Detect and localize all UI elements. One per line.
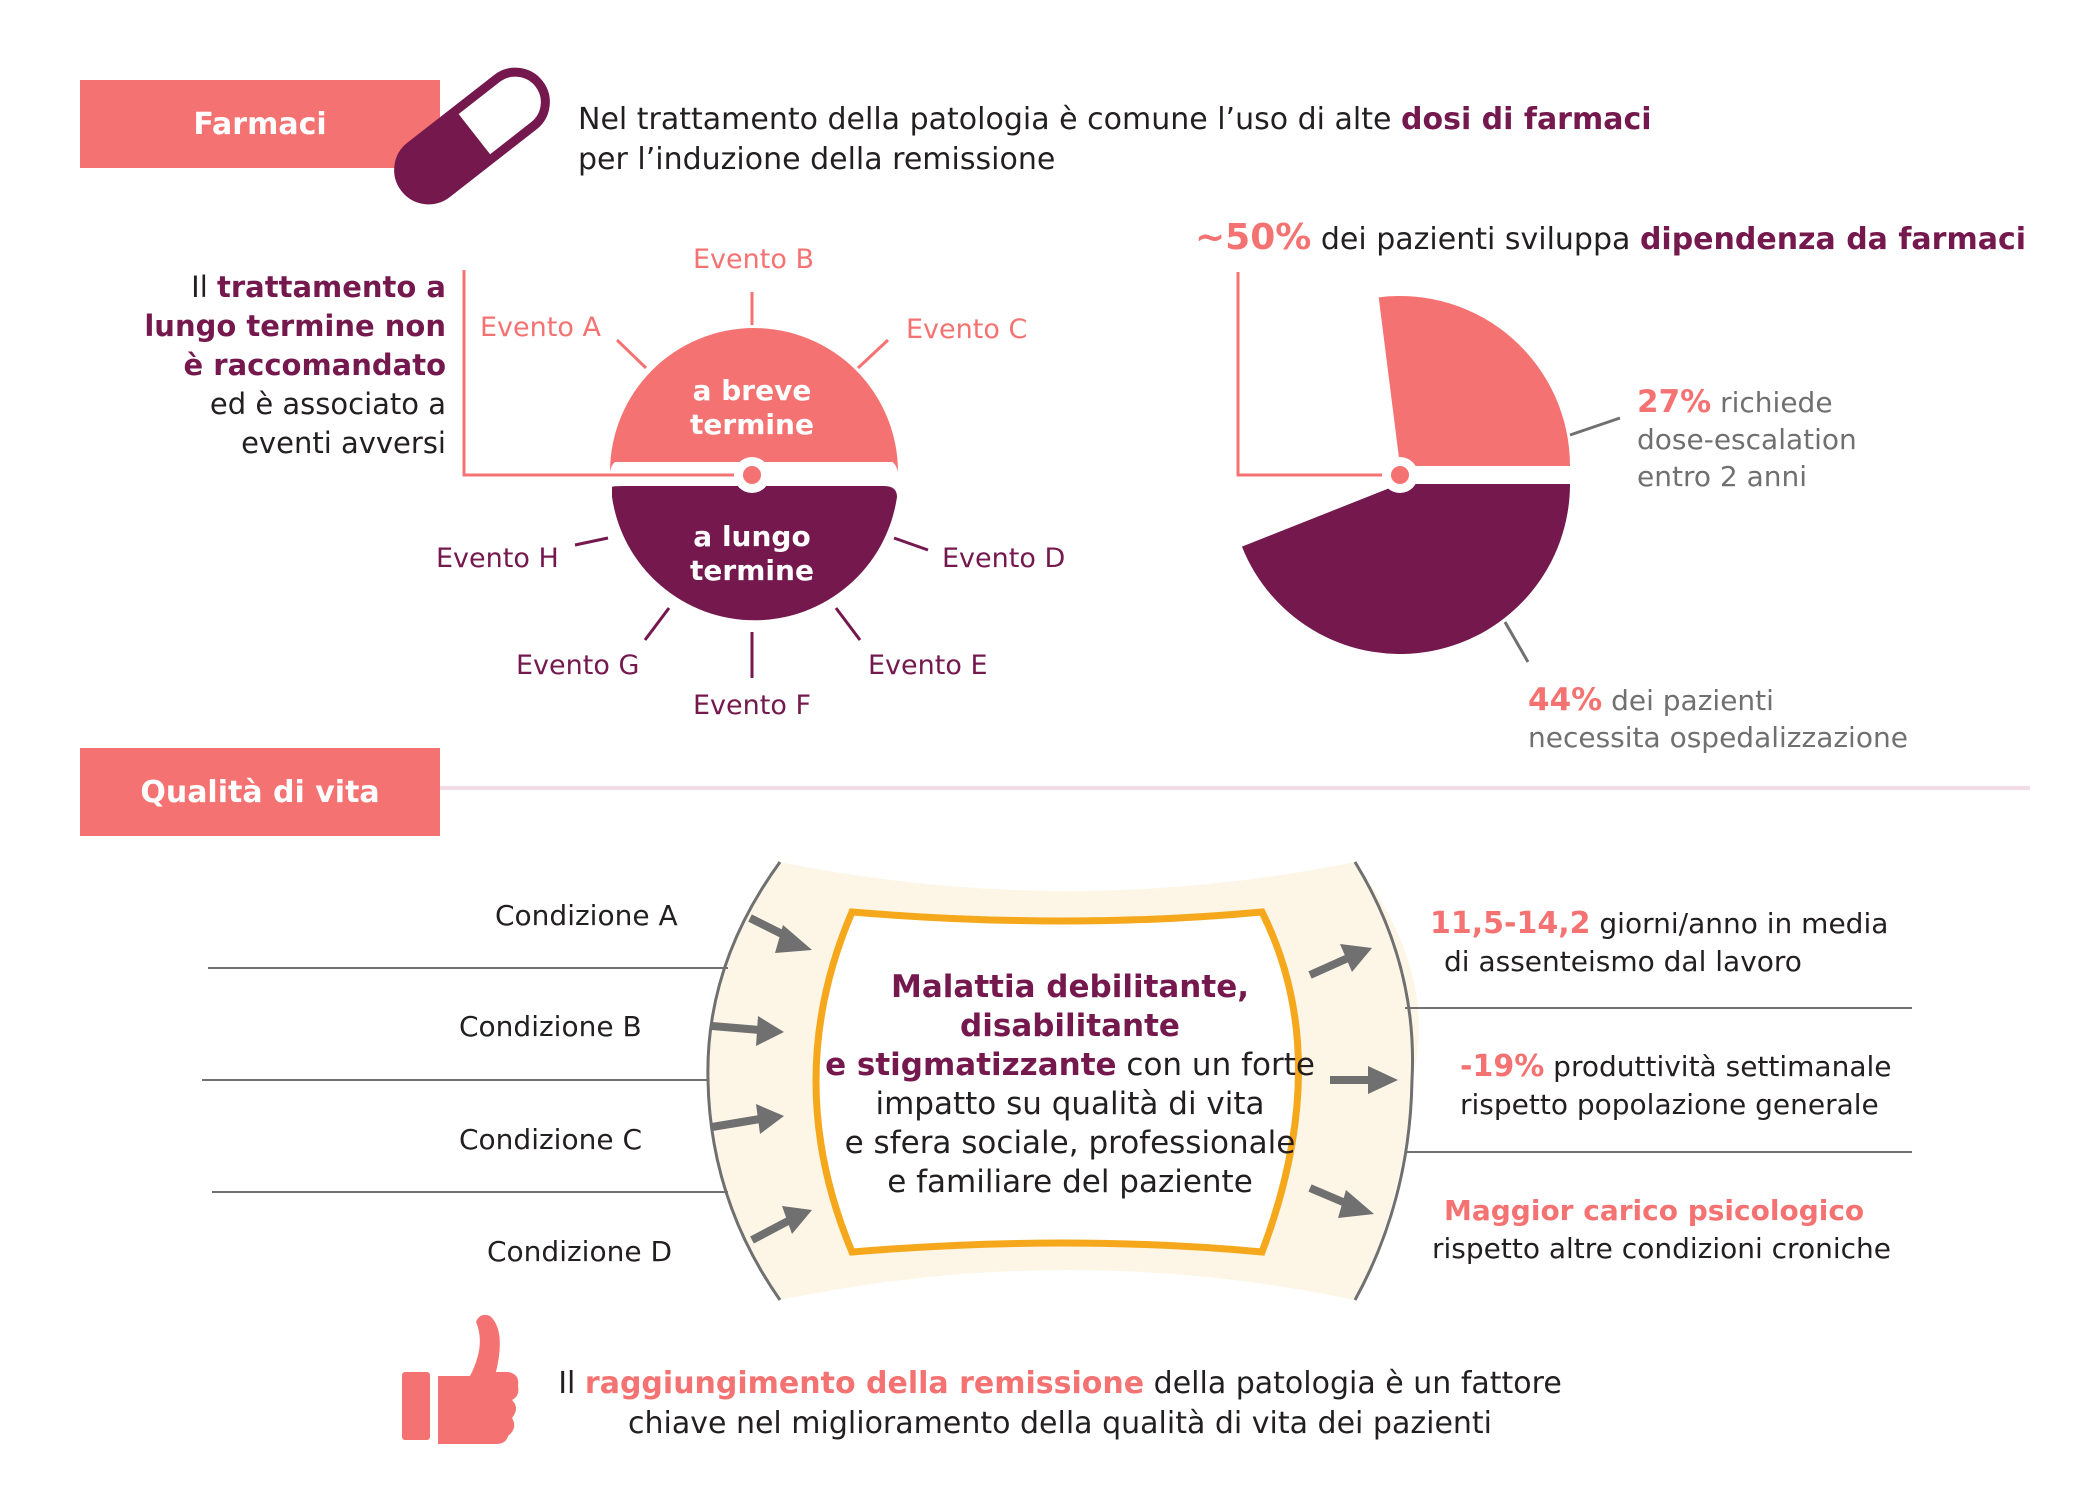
qualita-divider: [440, 786, 2030, 790]
center-text: Malattia debilitante, disabilitante e st…: [825, 969, 1315, 1200]
condition-d: Condizione D: [487, 1235, 673, 1268]
pie-slice-2: [1241, 484, 1570, 654]
farmaci-tag: Farmaci: [80, 80, 440, 168]
treatment-text: Il trattamento a lungo termine non è rac…: [144, 270, 446, 460]
slice2-label: 44% dei pazienti necessita ospedalizzazi…: [1528, 682, 1908, 754]
outcome-productivity: -19% produttività settimanale rispetto p…: [1460, 1049, 1892, 1121]
event-f: Evento F: [693, 690, 811, 721]
condition-b: Condizione B: [459, 1010, 642, 1043]
qualita-tag: Qualità di vita: [80, 748, 440, 836]
event-h: Evento H: [436, 543, 559, 574]
footer-text: Il raggiungimento della remissione della…: [558, 1366, 1562, 1441]
event-g: Evento G: [516, 650, 640, 681]
event-e: Evento E: [868, 650, 988, 681]
outcome-psychological: Maggior carico psicologico rispetto altr…: [1432, 1194, 1891, 1265]
slice1-label: 27% richiede dose-escalation entro 2 ann…: [1637, 384, 1857, 493]
dependence-headline: ~50% dei pazienti sviluppa dipendenza da…: [1195, 217, 2027, 258]
event-a: Evento A: [480, 312, 601, 343]
condition-c: Condizione C: [459, 1123, 643, 1156]
event-d: Evento D: [942, 543, 1066, 574]
event-c: Evento C: [906, 314, 1028, 345]
condition-a: Condizione A: [495, 899, 678, 932]
outcome-absenteeism: 11,5-14,2 giorni/anno in media di assent…: [1430, 906, 1889, 978]
farmaci-intro: Nel trattamento della patologia è comune…: [578, 102, 1652, 177]
event-b: Evento B: [693, 244, 814, 275]
pie-slice-1: [1378, 296, 1570, 466]
